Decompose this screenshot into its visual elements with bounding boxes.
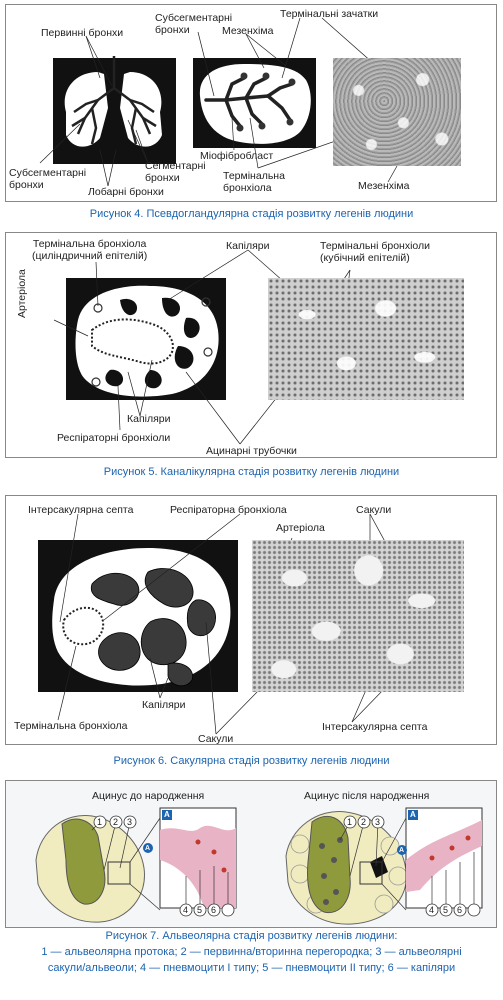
fig4-label-myofibroblast: Міофібробласт xyxy=(200,150,274,162)
fig7-num-2-left: 2 xyxy=(113,817,119,827)
fig6-label-intersaccular-top: Інтерсакулярна септа xyxy=(28,504,134,516)
fig7-num-5-right-inset: 5 xyxy=(443,905,449,915)
fig4-label-mesenchyme-bottom: Мезенхіма xyxy=(358,180,410,192)
fig7-caption-line3: сакули/альвеоли; 4 — пневмоцити I типу; … xyxy=(47,962,456,974)
fig7-caption-line2: 1 — альвеолярна протока; 2 — первинна/вт… xyxy=(41,946,462,958)
fig5-label-arteriole: Артеріола xyxy=(16,269,28,318)
fig6-histology-micrograph xyxy=(252,540,464,692)
fig7-num-2-left-inset: 5 xyxy=(197,905,203,915)
fig4-label-terminal-bronchiole: Термінальна бронхіола xyxy=(223,170,285,194)
fig6-label-saccules-bottom: Сакули xyxy=(198,733,234,745)
fig7-caption-line1: Рисунок 7. Альвеолярна стадія розвитку л… xyxy=(105,930,398,942)
fig7-badge-a-right-inset: A xyxy=(410,810,416,819)
fig5-label-acinar-tubules: Ацинарні трубочки xyxy=(206,445,297,457)
fig6-label-intersaccular-bottom: Інтерсакулярна септа xyxy=(322,721,428,733)
fig5-label-respiratory-bronchioles: Респіраторні бронхіоли xyxy=(57,432,171,444)
fig7-badge-a-left: A xyxy=(145,845,151,852)
fig7-num-3-left: 3 xyxy=(127,817,133,827)
fig7-num-3-left-inset: 4 xyxy=(183,905,189,915)
fig4-label-subsegmental-top: Субсегментарні бронхи xyxy=(155,12,233,36)
fig7-num-3-right: 3 xyxy=(375,817,381,827)
figure-7-frame xyxy=(5,780,497,928)
fig4-label-terminal-buds: Термінальні зачатки xyxy=(280,8,379,20)
fig5-label-terminal-bronchioles: Термінальні бронхіоли (кубічний епітелій… xyxy=(320,240,431,264)
fig4-label-lobar: Лобарні бронхи xyxy=(88,186,164,198)
fig7-badge-a-right: A xyxy=(399,847,405,854)
fig6-label-capillaries: Капіляри xyxy=(142,699,186,711)
fig5-label-terminal-bronchiole: Термінальна бронхіола (циліндричний епіт… xyxy=(32,238,148,262)
fig6-label-respiratory-bronchiole: Респіраторна бронхіола xyxy=(170,504,287,516)
fig4-label-mesenchyme-top: Мезенхіма xyxy=(222,25,274,37)
fig6-caption: Рисунок 6. Сакулярна стадія розвитку лег… xyxy=(113,755,390,767)
fig5-histology-micrograph xyxy=(268,278,464,400)
fig5-label-capillaries-top: Капіляри xyxy=(226,240,270,252)
fig4-caption: Рисунок 4. Псевдогландулярна стадія розв… xyxy=(89,208,414,220)
fig6-label-saccules-top: Сакули xyxy=(356,504,392,516)
fig7-num-5-left-inset: 6 xyxy=(211,905,217,915)
fig7-num-1-left: 1 xyxy=(97,817,103,827)
fig5-caption: Рисунок 5. Каналікулярна стадія розвитку… xyxy=(103,466,400,478)
fig7-num-6-right-inset: 6 xyxy=(457,905,463,915)
fig5-label-capillaries-bottom: Капіляри xyxy=(127,413,171,425)
fig7-badge-a-left-inset: A xyxy=(164,810,170,819)
fig7-num-1-right: 1 xyxy=(347,817,353,827)
fig7-num-2-right: 2 xyxy=(361,817,367,827)
fig6-label-terminal-bronchiole: Термінальна бронхіола xyxy=(14,720,128,732)
fig4-label-subsegmental-bottom: Субсегментарні бронхи xyxy=(9,167,87,191)
fig6-label-arteriole: Артеріола xyxy=(276,522,325,534)
fig7-num-4-right-inset: 4 xyxy=(429,905,435,915)
fig4-histology-micrograph xyxy=(333,58,461,166)
fig7-label-before-birth: Ацинус до народження xyxy=(92,790,205,802)
fig4-label-primary-bronchi: Первинні бронхи xyxy=(41,27,124,39)
fig7-label-after-birth: Ацинус після народження xyxy=(304,790,430,802)
fig4-label-segmental: Сегментарні бронхи xyxy=(145,160,206,184)
